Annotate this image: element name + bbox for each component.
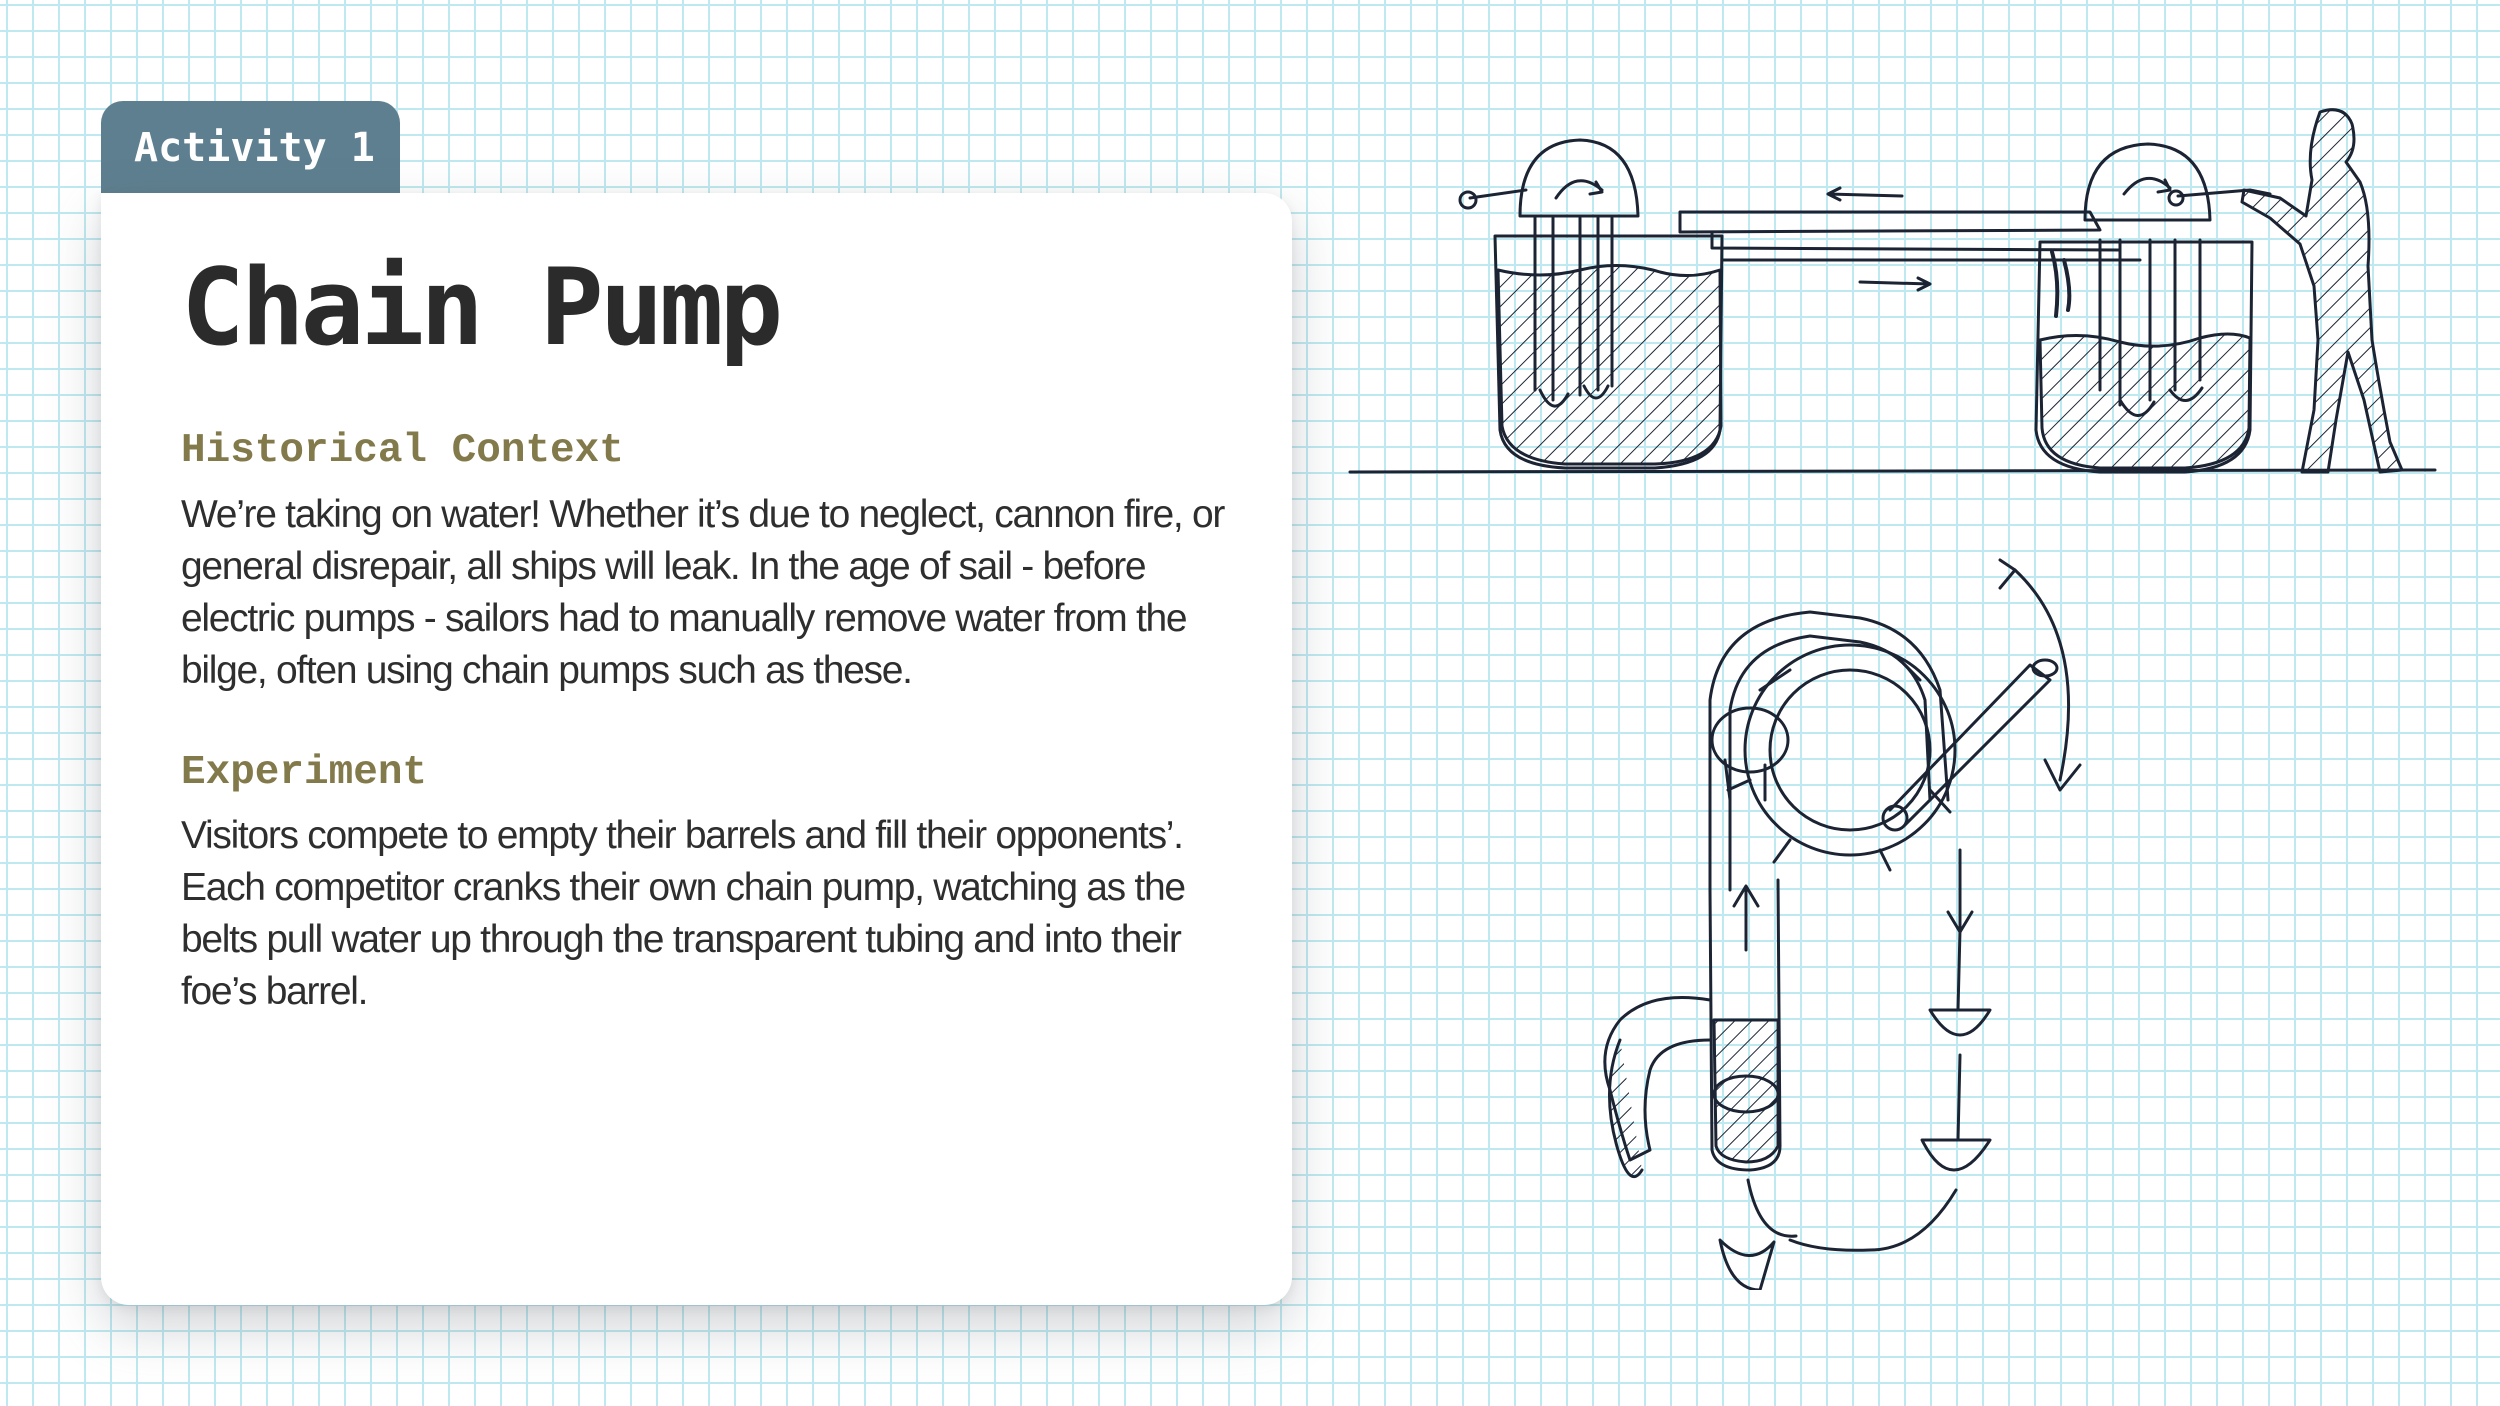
chain-pump-detail-sketch — [1560, 550, 2120, 1290]
section-heading-historical-context: Historical Context — [181, 428, 624, 474]
barrel-pump-sketch — [1340, 90, 2440, 490]
section-heading-experiment: Experiment — [181, 750, 428, 796]
section-body-historical-context: We’re taking on water! Whether it’s due … — [181, 493, 1225, 692]
section-body-experiment: Visitors compete to empty their barrels … — [181, 814, 1186, 1013]
activity-tab: Activity 1 — [101, 101, 400, 201]
content-card — [101, 193, 1292, 1305]
page-title: Chain Pump — [181, 246, 783, 369]
